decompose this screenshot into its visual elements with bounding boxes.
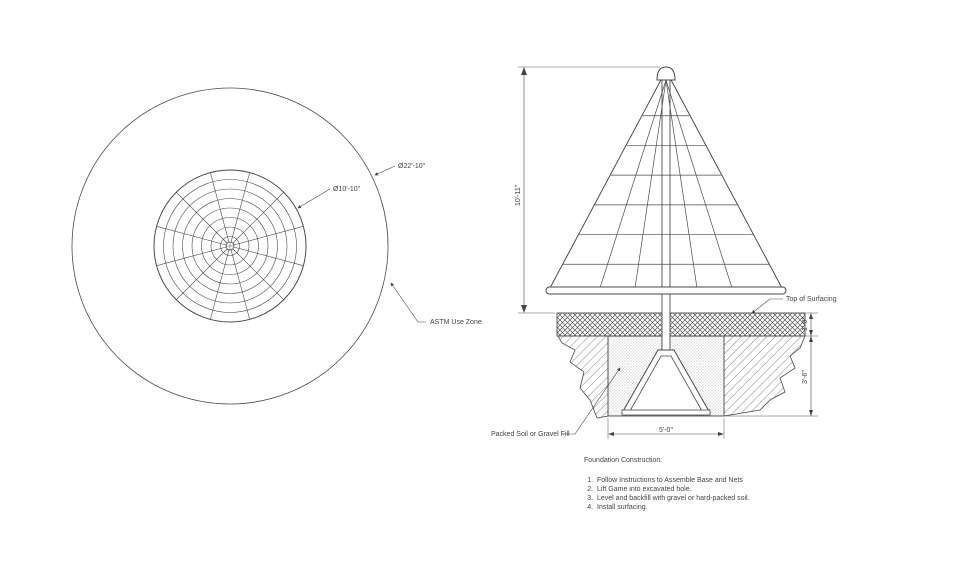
cone-net-lines — [562, 79, 770, 289]
inner-diameter-leader — [297, 188, 331, 209]
use-zone-label: ASTM Use Zone — [430, 319, 482, 326]
elevation-view: 10'-11" Top of Surfacing 1'-0" 3'-6" 5'-… — [491, 66, 837, 439]
net-spoke — [176, 192, 231, 247]
net-spoke — [210, 172, 231, 247]
cone-rope — [634, 79, 667, 289]
top-of-surfacing-label: Top of Surfacing — [786, 296, 837, 303]
net-spoke — [229, 245, 250, 320]
net-ring — [220, 236, 240, 256]
net-spoke — [210, 245, 231, 320]
pole-cap — [656, 66, 676, 81]
net-ring — [182, 198, 278, 294]
backfill-label: Packed Soil or Gravel Fill — [491, 431, 570, 438]
width-dimension: 5'-0" — [607, 418, 725, 439]
net-spoke — [156, 245, 231, 266]
net-spoke — [229, 226, 304, 247]
net-ring — [210, 226, 250, 266]
center-pole-elevation — [661, 74, 671, 351]
notes-steps: Follow Instructions to Assemble Base and… — [584, 476, 750, 512]
notes-title: Foundation Construction: — [584, 457, 663, 464]
use-zone-circle — [71, 87, 389, 405]
net-ring — [191, 207, 269, 285]
ground-right — [723, 335, 806, 417]
net-ring — [163, 179, 297, 313]
net-spoke — [229, 245, 304, 266]
ground-left — [557, 335, 609, 419]
depth-dimensions: 1'-0" 3'-6" — [726, 312, 818, 417]
use-zone-leader — [390, 282, 426, 323]
outer-diameter-leader — [374, 165, 396, 176]
net-spoke — [229, 172, 250, 247]
cone-rope — [599, 79, 667, 289]
cone-rope — [665, 79, 733, 289]
height-dimension: 10'-11" — [515, 66, 660, 314]
footing-depth-label: 3'-6" — [802, 370, 809, 384]
surfacing-layer — [556, 312, 806, 337]
net-spoke — [176, 245, 231, 300]
net-rings — [163, 179, 297, 313]
height-label: 10'-11" — [515, 184, 522, 206]
note-step-2: Lift Game into excavated hole. — [595, 485, 750, 494]
plan-view: Ø22'-10" Ø10'-10" ASTM Use Zone — [71, 87, 482, 405]
net-spoke — [156, 226, 231, 247]
net-spoke — [229, 192, 284, 247]
cone-rope — [665, 79, 698, 289]
backfill-leader — [562, 367, 621, 435]
note-step-4: Install surfacing. — [595, 503, 750, 512]
cone-net-outline — [549, 77, 783, 289]
foundation-notes: Foundation Construction: Follow Instruct… — [584, 456, 750, 512]
net-outer-ring — [153, 169, 307, 323]
note-step-1: Follow Instructions to Assemble Base and… — [595, 476, 750, 485]
note-step-3: Level and backfill with gravel or hard-p… — [595, 494, 750, 503]
footing-width-label: 5'-0" — [659, 427, 673, 434]
surfacing-depth-label: 1'-0" — [802, 317, 809, 331]
inner-diameter-label: Ø10'-10" — [333, 186, 361, 193]
net-spokes — [156, 172, 304, 320]
cone-base-ring — [545, 286, 787, 295]
net-ring — [201, 217, 259, 275]
surfacing-leader — [751, 298, 783, 314]
net-ring — [172, 188, 288, 304]
outer-diameter-label: Ø22'-10" — [398, 163, 426, 170]
net-spoke — [229, 245, 284, 300]
